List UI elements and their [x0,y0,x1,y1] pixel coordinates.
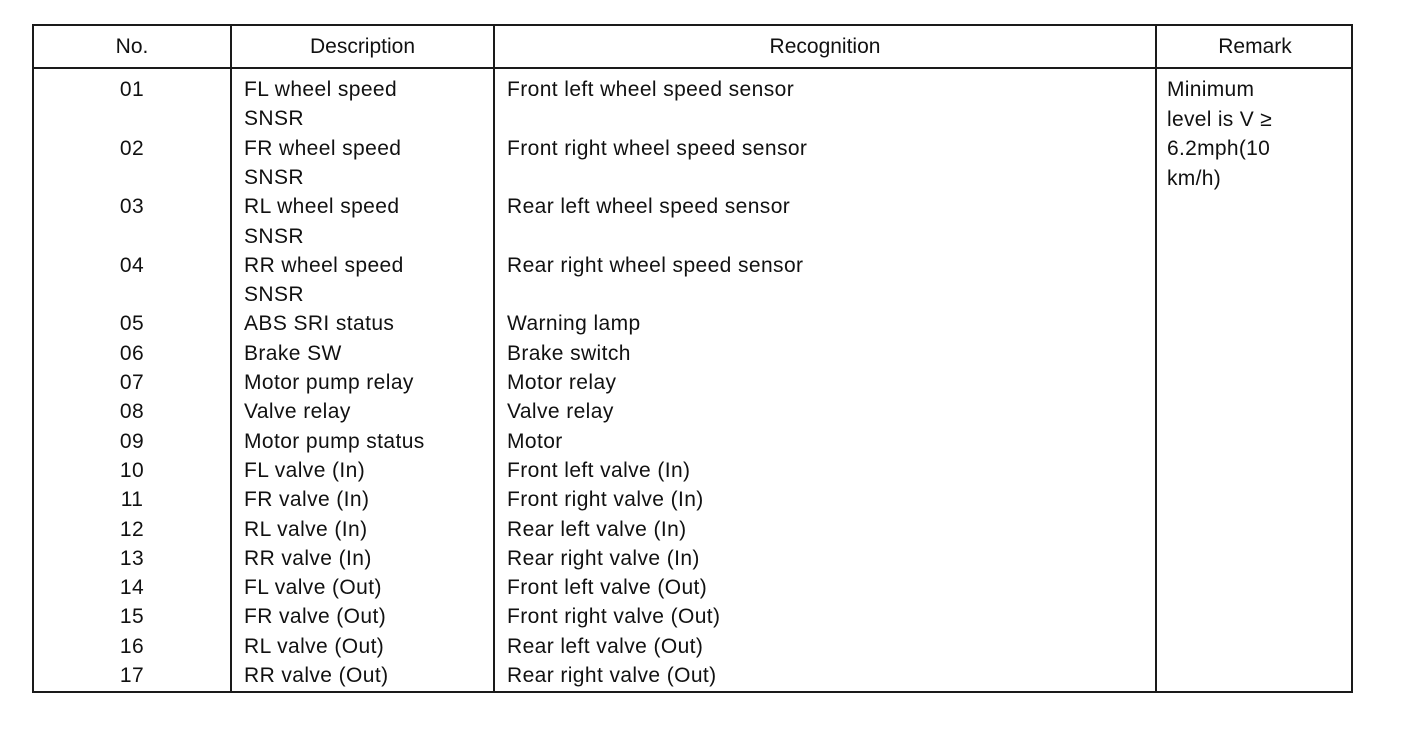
row-recognition: Rear left valve (In) [507,517,687,541]
row-number: 06 [119,341,145,365]
remark-text: level is V ≥ [1167,107,1272,131]
header-remark: Remark [1218,35,1292,58]
header-description: Description [309,35,416,58]
row-description: FL wheel speed [244,78,398,101]
row-number: 13 [119,546,145,570]
row-number: 15 [119,605,145,629]
row-number: 17 [119,664,145,687]
row-recognition: Motor relay [507,371,617,394]
header-no: No. [115,35,149,58]
row-number: 04 [119,253,145,277]
row-description: SNSR [244,224,304,248]
row-recognition: Rear right valve (Out) [507,664,717,687]
column-divider [230,26,232,691]
remark-text: km/h) [1167,166,1221,190]
row-description: RR valve (Out) [244,664,389,687]
abs-data-table: No. Description Recognition Remark 01 02 0… [32,24,1353,693]
row-recognition: Motor [507,429,563,453]
remark-text: Minimum [1167,78,1255,101]
row-description: FR wheel speed [244,136,402,160]
row-description: SNSR [244,165,304,189]
row-description: SNSR [244,107,304,131]
row-description: FL valve (Out) [244,576,382,600]
row-number: 01 [119,78,145,101]
header-divider [34,67,1351,69]
row-description: RL valve (Out) [244,634,385,658]
row-description: FR valve (In) [244,488,370,512]
column-divider [493,26,495,691]
row-number: 12 [119,517,145,541]
row-recognition: Front left wheel speed sensor [507,78,795,101]
row-recognition: Rear right valve (In) [507,546,700,570]
row-recognition: Rear left valve (Out) [507,634,704,658]
row-description: SNSR [244,283,304,307]
row-number: 11 [120,488,144,512]
row-recognition: Front left valve (Out) [507,576,708,600]
row-description: RL wheel speed [244,195,400,219]
row-recognition: Brake switch [507,341,631,365]
column-divider [1155,26,1157,691]
row-recognition: Front left valve (In) [507,458,691,482]
row-recognition: Rear left wheel speed sensor [507,195,791,219]
row-number: 16 [119,634,145,658]
row-recognition: Valve relay [507,400,614,424]
row-description: RL valve (In) [244,517,368,541]
row-number: 03 [119,195,145,219]
row-number: 07 [119,371,145,394]
row-description: Brake SW [244,341,342,365]
row-description: ABS SRI status [244,312,395,336]
row-number: 09 [119,429,145,453]
row-description: Valve relay [244,400,351,424]
row-number: 14 [119,576,145,600]
row-description: FL valve (In) [244,458,366,482]
row-description: Motor pump relay [244,371,414,394]
header-recognition: Recognition [769,35,881,58]
row-description: RR wheel speed [244,253,404,277]
row-number: 05 [119,312,145,336]
row-number: 08 [119,400,145,424]
row-description: RR valve (In) [244,546,372,570]
row-recognition: Front right valve (Out) [507,605,721,629]
row-number: 02 [119,136,145,160]
row-description: Motor pump status [244,429,425,453]
row-recognition: Rear right wheel speed sensor [507,253,804,277]
row-recognition: Warning lamp [507,312,641,336]
row-description: FR valve (Out) [244,605,387,629]
remark-text: 6.2mph(10 [1167,137,1271,160]
row-recognition: Front right wheel speed sensor [507,136,808,160]
row-recognition: Front right valve (In) [507,488,704,512]
row-number: 10 [119,458,145,482]
